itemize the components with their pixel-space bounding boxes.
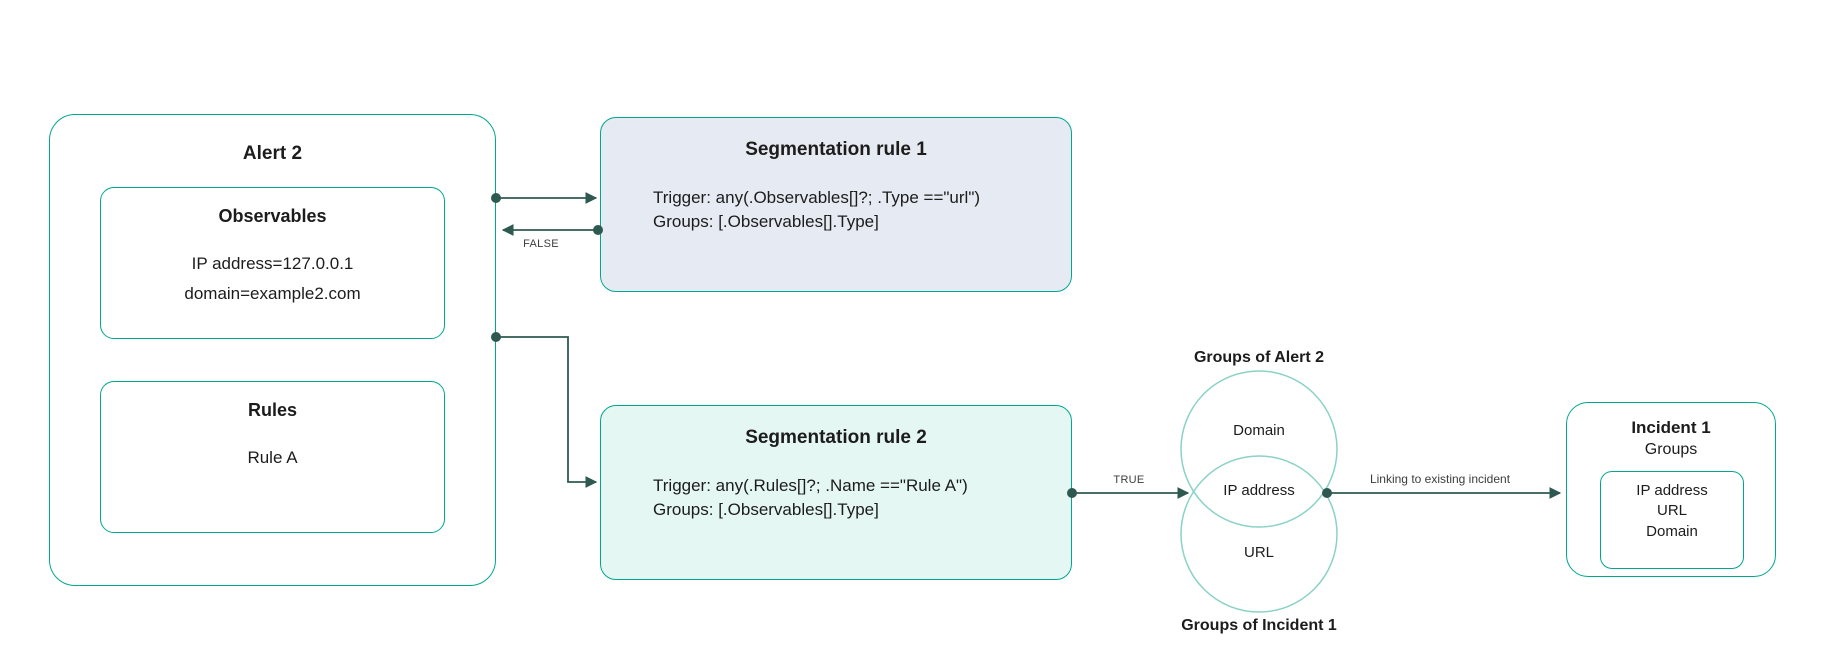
edge-alert-to-rule2 — [496, 336, 598, 488]
segmentation-rule-2-title: Segmentation rule 2 — [745, 427, 927, 448]
rule-line: Rule A — [247, 448, 298, 467]
incident-group-domain: Domain — [1646, 522, 1698, 540]
rules-node: Rules Rule A — [100, 381, 445, 533]
venn-set-ip-address: IP address — [1223, 482, 1295, 499]
venn-set-domain: Domain — [1233, 422, 1285, 439]
observable-line-domain: domain=example2.com — [184, 284, 361, 303]
observables-node: Observables IP address=127.0.0.1 domain=… — [100, 187, 445, 339]
incident1-title: Incident 1 — [1631, 418, 1711, 437]
edge-label-true: TRUE — [1113, 474, 1145, 486]
segmentation-rule-1-groups: Groups: [.Observables[].Type] — [653, 211, 879, 231]
rules-title: Rules — [247, 400, 298, 420]
incident1-node: Incident 1 Groups IP address URL Domain — [1566, 402, 1776, 577]
observable-line-ip: IP address=127.0.0.1 — [191, 254, 354, 273]
alert2-title: Alert 2 — [242, 143, 303, 164]
segmentation-rule-1-node: Segmentation rule 1 Trigger: any(.Observ… — [600, 117, 1072, 292]
incident-group-ip: IP address — [1636, 482, 1708, 499]
incident1-groups-node: IP address URL Domain — [1600, 471, 1744, 569]
alert2-node: Alert 2 Observables IP address=127.0.0.1… — [49, 114, 496, 586]
venn-top-label: Groups of Alert 2 — [1193, 349, 1325, 366]
edge-label-false: FALSE — [523, 238, 559, 250]
segmentation-rule-2-node: Segmentation rule 2 Trigger: any(.Rules[… — [600, 405, 1072, 580]
venn-bottom-label: Groups of Incident 1 — [1181, 617, 1337, 634]
observables-title: Observables — [218, 206, 327, 226]
segmentation-rule-1-trigger: Trigger: any(.Observables[]?; .Type =="u… — [653, 188, 981, 207]
venn-set-url: URL — [1243, 544, 1274, 561]
segmentation-rule-1-title: Segmentation rule 1 — [745, 139, 927, 160]
segmentation-rule-2-groups: Groups: [.Observables[].Type] — [653, 499, 879, 519]
incident-group-url: URL — [1656, 502, 1687, 520]
segmentation-rule-2-trigger: Trigger: any(.Rules[]?; .Name =="Rule A"… — [653, 476, 968, 495]
edge-label-linking: Linking to existing incident — [1369, 472, 1511, 486]
incident1-subtitle: Groups — [1644, 441, 1698, 458]
